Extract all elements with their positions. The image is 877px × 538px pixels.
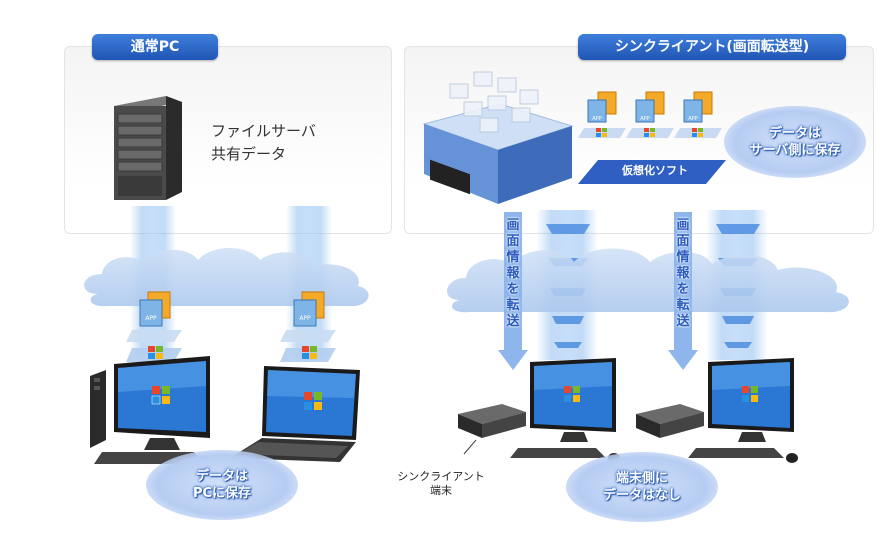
transfer-arrow-2 <box>668 212 698 370</box>
data-on-server-line-2: サーバ側に保存 <box>749 143 841 158</box>
file-server-icon <box>114 96 182 200</box>
svg-text:APP: APP <box>688 116 697 122</box>
screen-transfer-text-2: 画 面 情 報 を 転 送 <box>676 218 690 329</box>
virtual-app-stack: APP APP APP <box>578 91 722 138</box>
no-data-on-terminal-line-1: 端末側に <box>615 471 668 486</box>
virtualization-bar <box>578 160 726 184</box>
no-data-on-terminal-note: 端末側に データはなし <box>566 452 718 522</box>
thin-client-terminal-2 <box>636 358 798 463</box>
transfer-arrow-1 <box>498 212 528 370</box>
laptop-pc-icon <box>230 366 360 462</box>
data-on-pc-line-2: PCに保存 <box>192 486 252 501</box>
shared-data-label: 共有データ <box>211 145 287 163</box>
data-on-server-note: データは サーバ側に保存 <box>724 106 866 178</box>
data-on-server-line-1: データは <box>768 126 821 141</box>
thin-client-terminal-1 <box>458 358 620 463</box>
thin-client-terminal-label-line-1: シンクライアント <box>397 470 485 483</box>
network-cloud-right <box>447 248 849 313</box>
data-on-pc-note: データは PCに保存 <box>146 450 298 520</box>
virtual-server-icon <box>422 71 574 204</box>
pc-app-stack-2: APP <box>280 291 336 362</box>
file-server-label: ファイルサーバ <box>211 122 316 140</box>
svg-text:APP: APP <box>592 116 601 122</box>
pc-app-stack-1: APP <box>126 291 182 362</box>
virtualization-label: 仮想化ソフト <box>622 164 688 177</box>
screen-transfer-text-1: 画 面 情 報 を 転 送 <box>506 218 520 329</box>
svg-text:APP: APP <box>640 116 649 122</box>
svg-text:APP: APP <box>299 315 311 322</box>
thin-client-terminal-label: シンクライアント 端末 <box>386 470 496 498</box>
thin-client-terminal-label-line-2: 端末 <box>430 484 452 497</box>
standard-pc-title: 通常PC <box>92 34 218 60</box>
data-on-pc-line-1: データは <box>195 469 248 484</box>
svg-text:APP: APP <box>145 315 157 322</box>
thin-client-title: シンクライアント(画面転送型) <box>578 34 846 60</box>
no-data-on-terminal-line-2: データはなし <box>602 488 681 503</box>
